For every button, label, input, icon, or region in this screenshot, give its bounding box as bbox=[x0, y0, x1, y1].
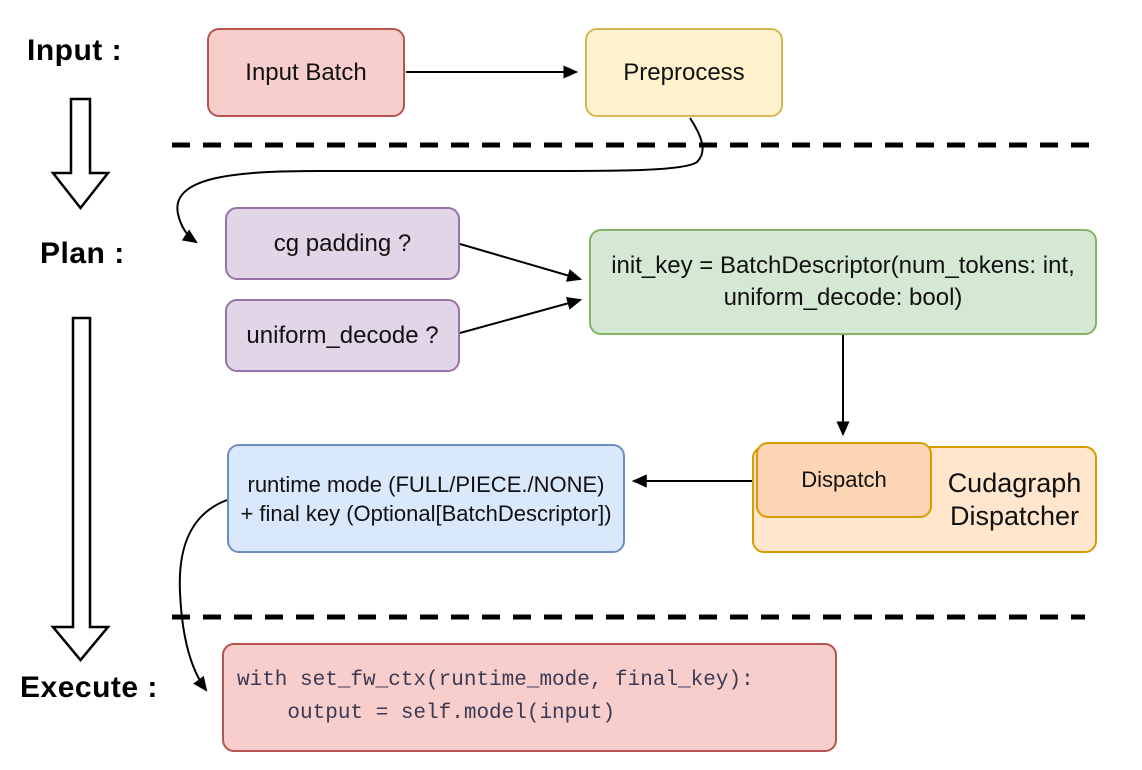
node-input-batch: Input Batch bbox=[207, 28, 405, 117]
node-runtime-mode-line2: + final key (Optional[BatchDescriptor]) bbox=[240, 500, 612, 526]
stage-label-input: Input : bbox=[27, 34, 123, 67]
cudagraph-dispatcher-line1: Cudagraph bbox=[947, 467, 1082, 498]
node-init-key: init_key = BatchDescriptor(num_tokens: i… bbox=[589, 229, 1097, 335]
node-init-key-line1: init_key = BatchDescriptor(num_tokens: i… bbox=[611, 252, 1075, 279]
node-cg-padding: cg padding ? bbox=[225, 207, 460, 280]
node-dispatch-label: Dispatch bbox=[801, 467, 887, 492]
stage-arrow-input-to-plan bbox=[50, 97, 111, 211]
node-init-key-line2: uniform_decode: bool) bbox=[723, 284, 963, 311]
node-uniform-decode-label: uniform_decode ? bbox=[246, 321, 439, 349]
arrow-uniform-decode-to-init-key bbox=[459, 297, 583, 334]
stage-label-plan: Plan : bbox=[40, 237, 125, 270]
execute-code-line1: with set_fw_ctx(runtime_mode, final_key)… bbox=[237, 669, 754, 692]
arrow-runtime-mode-to-execute-code bbox=[178, 499, 228, 692]
node-preprocess-label: Preprocess bbox=[623, 58, 745, 86]
node-dispatch: Dispatch bbox=[756, 442, 932, 518]
node-execute-code: with set_fw_ctx(runtime_mode, final_key)… bbox=[222, 643, 837, 752]
node-uniform-decode: uniform_decode ? bbox=[225, 299, 460, 372]
node-preprocess: Preprocess bbox=[585, 28, 783, 117]
cudagraph-dispatcher-line2: Dispatcher bbox=[949, 500, 1080, 531]
node-cg-padding-label: cg padding ? bbox=[273, 229, 412, 257]
arrow-cg-padding-to-init-key bbox=[459, 243, 583, 282]
node-runtime-mode-line1: runtime mode (FULL/PIECE./NONE) bbox=[247, 471, 605, 497]
node-cudagraph-dispatcher-label: Cudagraph Dispatcher bbox=[932, 446, 1097, 553]
stage-label-execute: Execute : bbox=[20, 671, 158, 704]
node-runtime-mode: runtime mode (FULL/PIECE./NONE) + final … bbox=[227, 444, 625, 553]
execute-code-line2: output = self.model(input) bbox=[237, 702, 616, 725]
node-input-batch-label: Input Batch bbox=[245, 58, 367, 86]
stage-arrow-plan-to-execute bbox=[50, 316, 111, 662]
